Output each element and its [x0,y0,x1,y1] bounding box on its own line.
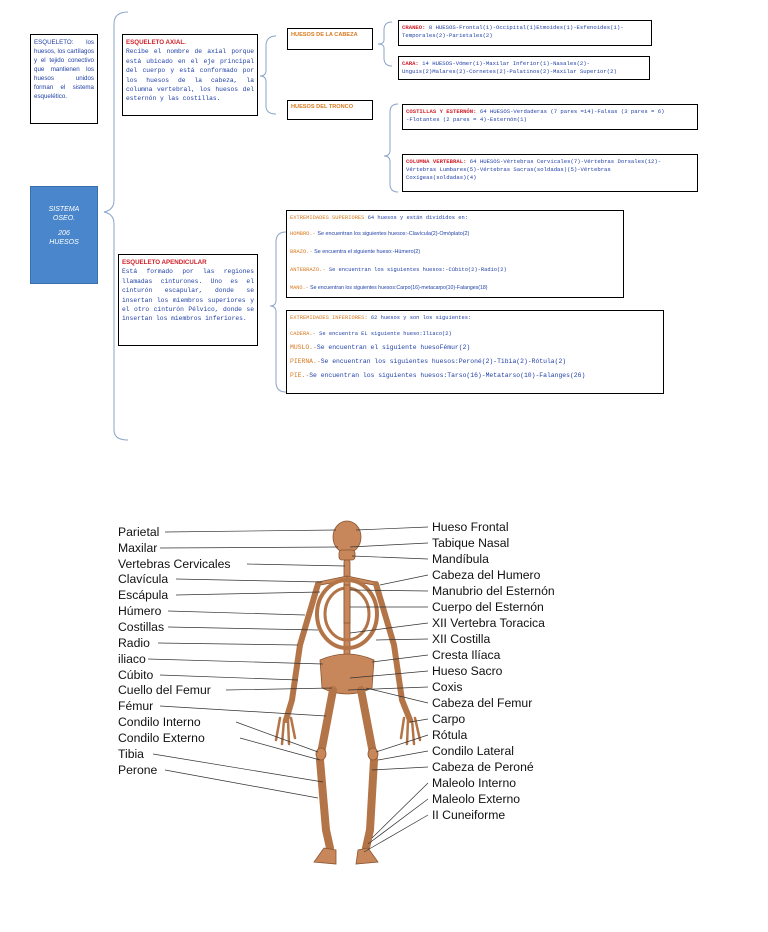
columna-vertebral-box: COLUMNA VERTEBRAL: 64 HUESOS-Vértebras C… [402,154,698,192]
label-condilo-externo: Condilo Externo [118,731,205,745]
extremidades-superiores-box: EXTREMIDADES SUPERIORES 64 huesos y está… [286,210,624,298]
label-xii-vertebra-toracica: XII Vertebra Toracica [432,616,545,630]
label-cabeza-femur: Cabeza del Femur [432,696,533,710]
inferiores-row: MUSLO.-Se encuentran el siguiente huesoF… [290,344,471,351]
axial-title: ESQUELETO AXIAL. [126,39,186,46]
costillas-line1: 64 HUESOS-Verdaderas (7 pares =14)-Falsa… [476,108,665,115]
label-vertebras-cervicales: Vertebras Cervicales [118,557,231,571]
columna-line2: Vértebras Lumbares(5)-Vértebras Sacras(s… [406,166,611,174]
esqueleto-axial-box: ESQUELETO AXIAL. Recibe el nombre de axi… [122,34,258,116]
label-radio: Radio [118,636,150,650]
costillas-esternon-box: COSTILLAS Y ESTERNÓN: 64 HUESOS-Verdader… [402,104,698,130]
root-line2: OSEO. [52,215,76,222]
craneo-line1: 8 HUESOS-Frontal(1)-Occipital(1)Etmoides… [425,24,624,31]
label-cuerpo-esternon: Cuerpo del Esternón [432,600,544,614]
label-cabeza-humero: Cabeza del Humero [432,568,541,582]
apendicular-text: Está formado por las regiones llamadas c… [122,268,254,323]
superiores-header-label: EXTREMIDADES SUPERIORES [290,215,365,221]
cara-line1: 14 HUESOS-Vómer(1)-Maxilar Inferior(1)-N… [418,60,590,67]
inferiores-header-label: EXTREMIDADES INFERIORES: [290,315,368,321]
craneo-box: CRANEO: 8 HUESOS-Frontal(1)-Occipital(1)… [398,20,652,46]
inferiores-row: PIERNA.-Se encuentran los siguientes hue… [290,358,567,365]
root-line3: 206 [58,230,70,237]
label-xii-costilla: XII Costilla [432,632,491,646]
craneo-label: CRANEO: [402,24,426,31]
intro-box: ESQUELETO: los huesos, los cartílagos y … [30,34,98,124]
label-perone: Perone [118,763,158,777]
label-escapula: Escápula [118,588,169,602]
label-hueso-sacro: Hueso Sacro [432,664,503,678]
label-cresta-iliaca: Cresta Ilíaca [432,648,501,662]
sistema-oseo-node: SISTEMA OSEO. 206 HUESOS [30,186,98,284]
label-parietal: Parietal [118,525,160,539]
craneo-line2: Temporales(2)-Parietales(2) [402,32,493,40]
cabeza-title: HUESOS DE LA CABEZA [291,32,358,38]
costillas-label: COSTILLAS Y ESTERNÓN: [406,108,477,115]
tronco-title: HUESOS DEL TRONCO [291,104,354,110]
label-condilo-lateral: Condilo Lateral [432,744,514,758]
huesos-tronco-box: HUESOS DEL TRONCO [287,100,373,120]
cara-line2: Unguis(2)Malares(2)-Cornetes(2)-Palatino… [402,68,617,76]
label-coxis: Coxis [432,680,463,694]
columna-label: COLUMNA VERTEBRAL: [406,158,467,165]
label-cabeza-perone: Cabeza de Peroné [432,760,534,774]
root-line1: SISTEMA [48,206,80,213]
esqueleto-apendicular-box: ESQUELETO APENDICULAR Está formado por l… [118,254,258,346]
label-femur: Fémur [118,699,154,713]
huesos-cabeza-box: HUESOS DE LA CABEZA [287,28,373,50]
label-tabique-nasal: Tabique Nasal [432,536,510,550]
columna-line3: Coxígeas(soldadas)(4) [406,174,477,182]
label-rotula: Rótula [432,728,468,742]
superiores-row: HOMBRO.- Se encuentran los siguientes hu… [290,231,470,237]
label-tibia: Tibia [118,747,144,761]
label-maleolo-interno: Maleolo Interno [432,776,517,790]
label-ii-cuneiforme: II Cuneiforme [432,808,506,822]
label-maleolo-externo: Maleolo Externo [432,792,521,806]
superiores-header-text: 64 huesos y están divididos en: [364,215,468,221]
inferiores-row: CADERA.- Se encuentra EL siguiente hueso… [290,331,452,337]
inferiores-header-text: 62 huesos y son los siguientes: [367,315,472,321]
label-humero: Húmero [118,604,162,618]
label-costillas: Costillas [118,620,165,634]
superiores-row: BRAZO.- Se encuentra el siguiente hueso:… [290,249,421,255]
columna-line1: 64 HUESOS-Vértebras Cervicales(7)-Vérteb… [466,158,662,165]
label-iliaco: iliaco [118,652,146,666]
label-cuello-femur: Cuello del Femur [118,683,211,697]
label-carpo: Carpo [432,712,466,726]
root-line4: HUESOS [49,239,79,246]
superiores-row: ANTEBRAZO.- Se encuentran los siguientes… [290,267,507,273]
label-mandibula: Mandíbula [432,552,489,566]
label-condilo-interno: Condilo Interno [118,715,201,729]
cara-label: CARA: [402,60,419,67]
superiores-row: MANO.- Se encuentran los siguientes hues… [290,285,488,291]
axial-text: Recibe el nombre de axial porque está ub… [126,48,254,103]
label-maxilar: Maxilar [118,541,158,555]
label-clavicula: Clavícula [118,572,169,586]
inferiores-row: PIE.-Se encuentran los siguientes huesos… [290,372,586,379]
label-manubrio-esternon: Manubrio del Esternón [432,584,555,598]
cara-box: CARA: 14 HUESOS-Vómer(1)-Maxilar Inferio… [398,56,650,80]
apendicular-title: ESQUELETO APENDICULAR [122,259,207,266]
intro-text: ESQUELETO: los huesos, los cartílagos y … [34,39,94,100]
costillas-line2: -Flotantes (2 pares = 4)-Esternón(1) [406,116,527,124]
extremidades-inferiores-box: EXTREMIDADES INFERIORES: 62 huesos y son… [286,310,664,394]
label-hueso-frontal: Hueso Frontal [432,520,509,534]
label-cubito: Cúbito [118,668,154,682]
